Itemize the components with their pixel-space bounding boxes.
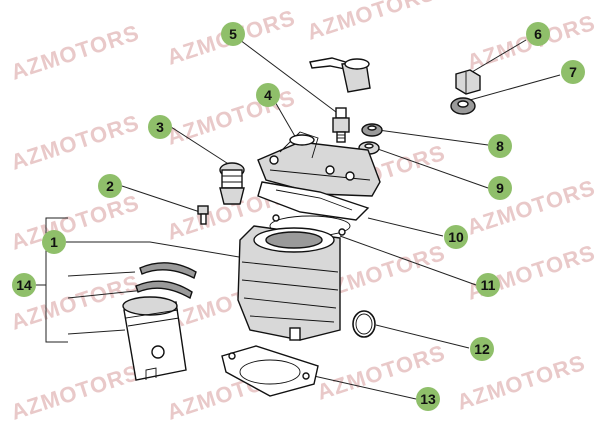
piston-rings <box>135 262 197 300</box>
callout-label: 2 <box>106 178 114 194</box>
leader-line-8 <box>377 129 489 146</box>
callout-label: 9 <box>496 180 504 196</box>
callout-11: 11 <box>476 273 500 297</box>
cylinder <box>237 225 341 341</box>
base-gasket <box>221 345 319 397</box>
leader-line-5 <box>239 39 341 116</box>
callout-4: 4 <box>256 83 280 107</box>
callout-label: 5 <box>229 26 237 42</box>
callout-7: 7 <box>561 60 585 84</box>
callout-label: 12 <box>474 341 490 357</box>
watermark: AZMOTORS <box>8 110 143 175</box>
parts <box>122 57 481 397</box>
callout-label: 7 <box>569 64 577 80</box>
leader-piston <box>67 329 126 335</box>
callout-14: 14 <box>12 273 36 297</box>
washer <box>450 97 476 115</box>
watermark: AZMOTORS <box>8 20 143 85</box>
leader-ring-a <box>67 271 136 277</box>
spark-plug-cap <box>309 57 371 93</box>
callout-2: 2 <box>98 174 122 198</box>
callout-6: 6 <box>526 22 550 46</box>
watermark: AZMOTORS <box>8 360 143 425</box>
temperature-sensor <box>219 162 245 205</box>
callout-label: 8 <box>496 138 504 154</box>
leader-line-13 <box>304 373 417 400</box>
callout-label: 10 <box>448 229 464 245</box>
callout-10: 10 <box>444 225 468 249</box>
o-ring <box>352 310 376 338</box>
leader-line-10 <box>367 217 444 237</box>
watermark: AZMOTORS <box>304 0 439 45</box>
callout-label: 3 <box>156 119 164 135</box>
watermark: AZMOTORS <box>8 190 143 255</box>
leader-ring-b <box>67 289 146 299</box>
bracket-14 <box>45 217 68 343</box>
piston <box>122 296 187 381</box>
callout-12: 12 <box>470 337 494 361</box>
spark-plug <box>332 107 350 143</box>
leader-line-12 <box>375 324 470 349</box>
callout-8: 8 <box>488 134 512 158</box>
washer-small <box>361 123 383 137</box>
callout-label: 14 <box>16 277 32 293</box>
leader-line-1 <box>66 241 246 259</box>
leader-lines <box>36 39 561 400</box>
watermark: AZMOTORS <box>464 175 599 240</box>
callout-label: 13 <box>420 391 436 407</box>
callout-label: 4 <box>264 87 272 103</box>
callout-label: 11 <box>481 277 496 293</box>
callout-1: 1 <box>42 230 66 254</box>
callout-5: 5 <box>221 22 245 46</box>
leader-line-3 <box>170 126 231 166</box>
callout-3: 3 <box>148 115 172 139</box>
nut <box>455 69 481 95</box>
screw <box>197 205 209 225</box>
cylinder-head <box>257 131 381 197</box>
leader-line-2 <box>121 185 204 214</box>
head-gasket <box>257 181 370 221</box>
leader-line-6 <box>471 39 527 73</box>
leader-line-11 <box>339 235 477 286</box>
nut-small <box>358 141 380 155</box>
leader-line-7 <box>469 74 561 101</box>
callout-13: 13 <box>416 387 440 411</box>
callout-9: 9 <box>488 176 512 200</box>
watermark: AZMOTORS <box>454 350 589 415</box>
callout-label: 6 <box>534 26 542 42</box>
leader-line-9 <box>374 147 489 189</box>
callout-label: 1 <box>50 234 58 250</box>
